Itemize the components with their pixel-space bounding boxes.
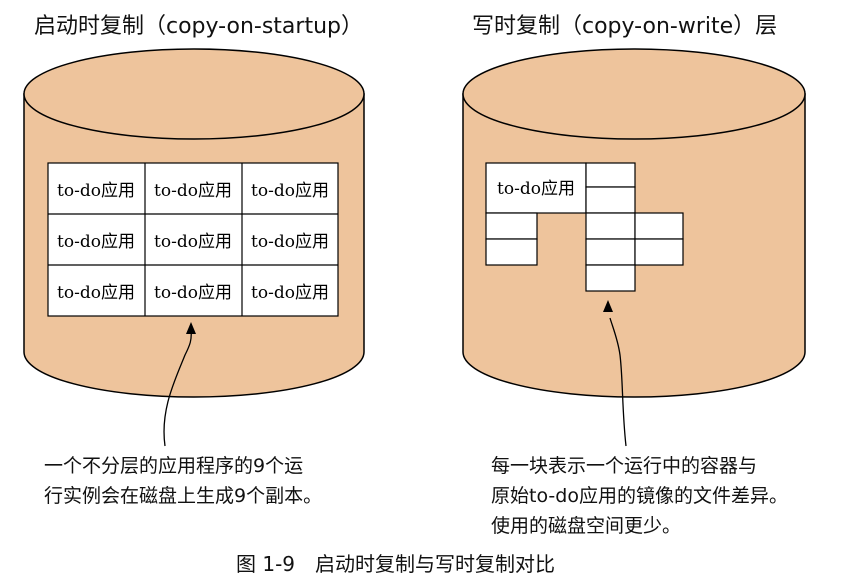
left-description-line: 一个不分层的应用程序的9个运 xyxy=(44,455,304,477)
diff-block xyxy=(585,238,636,266)
left-cell-label: to-do应用 xyxy=(57,232,135,252)
diff-block xyxy=(585,162,636,188)
diff-block xyxy=(485,212,538,240)
right-description-line: 每一块表示一个运行中的容器与 xyxy=(491,455,758,477)
right-cell-label: to-do应用 xyxy=(497,179,575,199)
right-layer-blocks xyxy=(485,162,684,292)
diff-block xyxy=(485,238,538,266)
right-cylinder-top xyxy=(462,48,806,140)
diff-block xyxy=(585,264,636,292)
figure-caption: 图 1-9 启动时复制与写时复制对比 xyxy=(236,552,556,576)
left-cell-label: to-do应用 xyxy=(154,283,232,303)
right-description-line: 使用的磁盘空间更少。 xyxy=(491,515,682,537)
left-cell-label: to-do应用 xyxy=(251,232,329,252)
diff-block xyxy=(634,212,684,240)
diff-block xyxy=(585,186,636,214)
right-description: 每一块表示一个运行中的容器与 原始to-do应用的镜像的文件差异。 使用的磁盘空… xyxy=(491,451,788,541)
left-cell-label: to-do应用 xyxy=(57,283,135,303)
right-arrow xyxy=(603,300,627,447)
left-cell-label: to-do应用 xyxy=(251,181,329,201)
right-panel-title: 写时复制（copy-on-write）层 xyxy=(472,14,778,39)
left-description-line: 行实例会在磁盘上生成9个副本。 xyxy=(44,485,323,507)
diff-block xyxy=(585,212,636,240)
left-grid: to-do应用 to-do应用 to-do应用 to-do应用 to-do应用 … xyxy=(47,162,339,317)
left-cylinder-top xyxy=(23,48,365,140)
left-cell-label: to-do应用 xyxy=(154,181,232,201)
left-cell-label: to-do应用 xyxy=(57,181,135,201)
left-description: 一个不分层的应用程序的9个运 行实例会在磁盘上生成9个副本。 xyxy=(44,451,322,511)
left-cell-label: to-do应用 xyxy=(251,283,329,303)
right-description-line: 原始to-do应用的镜像的文件差异。 xyxy=(491,485,788,507)
diff-block xyxy=(634,238,684,266)
left-panel-title: 启动时复制（copy-on-startup） xyxy=(34,14,363,39)
left-cell-label: to-do应用 xyxy=(154,232,232,252)
left-arrow xyxy=(163,322,196,447)
